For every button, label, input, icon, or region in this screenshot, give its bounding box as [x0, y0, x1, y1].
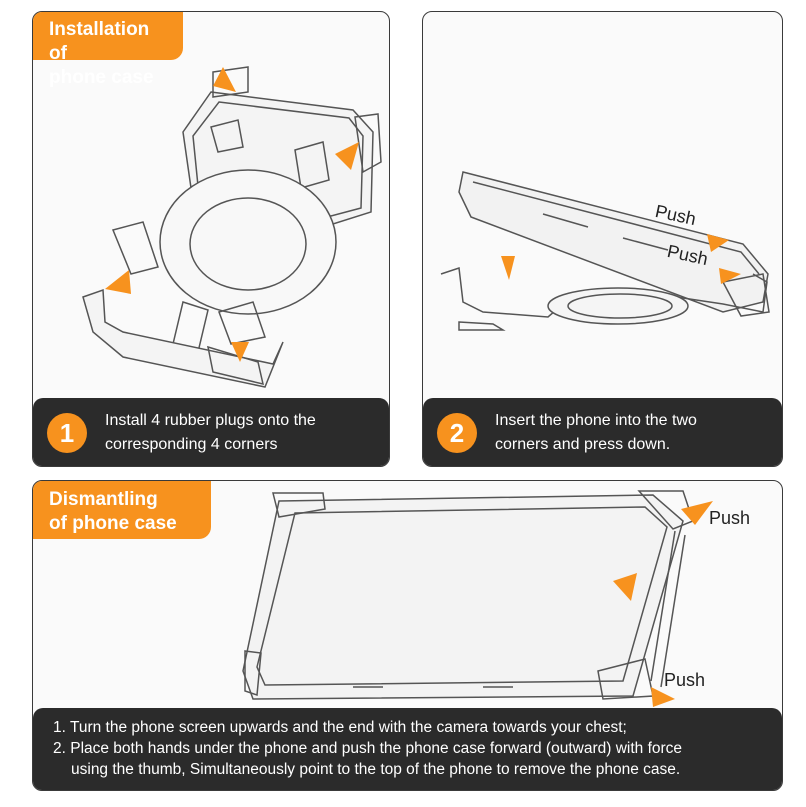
remove-case-illustration [242, 490, 713, 707]
installation-step1-panel: Installation of phone case [32, 11, 390, 467]
installation-title-line1: Installation of [49, 19, 150, 64]
dismantling-title-line1: Dismantling [49, 489, 158, 510]
step1-line1: Install 4 rubber plugs onto the [105, 412, 316, 429]
dismantling-title: Dismantling of phone case [33, 481, 211, 539]
dismantling-title-line2: of phone case [49, 513, 177, 534]
insert-phone-illustration [440, 171, 770, 331]
dismantling-bar: 1. Turn the phone screen upwards and the… [33, 708, 782, 790]
step1-line2: corresponding 4 corners [105, 436, 278, 453]
step1-text: Install 4 rubber plugs onto the correspo… [105, 409, 316, 457]
step2-text: Insert the phone into the two corners an… [495, 409, 697, 457]
dismantling-line1: 1. Turn the phone screen upwards and the… [53, 719, 627, 736]
step1-bar: 1 Install 4 rubber plugs onto the corres… [33, 398, 389, 466]
dismantling-panel: Dismantling of phone case Push Push 1. T… [32, 480, 783, 791]
dismantling-line3: using the thumb, Simultaneously point to… [71, 761, 681, 778]
push-label: Push [709, 508, 751, 528]
dismantling-line2: 2. Place both hands under the phone and … [53, 740, 683, 757]
installation-title: Installation of phone case [33, 12, 183, 88]
step2-bar: 2 Insert the phone into the two corners … [423, 398, 782, 466]
step-number-2: 2 [437, 413, 477, 453]
step-number-1: 1 [47, 413, 87, 453]
push-label: Push [664, 670, 706, 690]
installation-step2-panel: Push Push 2 Insert the phone into the tw… [422, 11, 783, 467]
step2-line2: corners and press down. [495, 436, 671, 453]
step2-line1: Insert the phone into the two [495, 412, 697, 429]
rubber-plugs-illustration [82, 66, 382, 388]
dismantling-text: 1. Turn the phone screen upwards and the… [53, 717, 682, 780]
installation-title-line2: phone case [49, 67, 154, 88]
